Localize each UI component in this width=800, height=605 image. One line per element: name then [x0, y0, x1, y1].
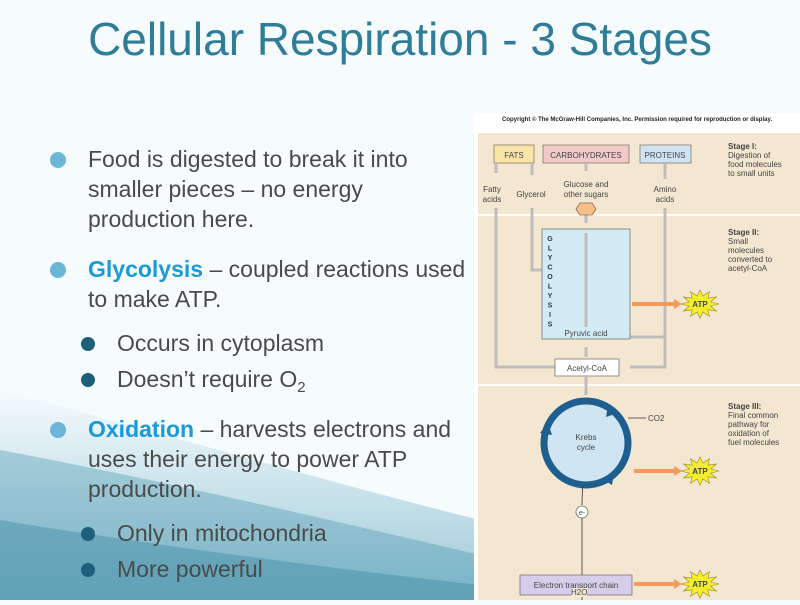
bullet-glycolysis: Glycolysis – coupled reactions used to m…	[48, 254, 468, 314]
stage-description: Digestion of	[728, 151, 771, 160]
sub-bullet-dot-icon	[81, 373, 95, 387]
atp-label: ATP	[692, 300, 708, 309]
bullet-digestion: Food is digested to break it into smalle…	[48, 144, 468, 234]
krebs-label-1: Krebs	[576, 433, 597, 442]
bullet-text: – harvests electrons and uses their ener…	[88, 416, 452, 502]
bullet-list: Food is digested to break it into smalle…	[48, 144, 468, 596]
atp-label: ATP	[692, 467, 708, 476]
stage-description: pathway for	[728, 420, 770, 429]
stage-title: Stage III:	[728, 402, 761, 411]
sub-bullet-oxygen: Doesn’t require O2	[48, 364, 468, 396]
bullet-oxidation: Oxidation – harvests electrons and uses …	[48, 414, 468, 504]
glycolysis-letter: Y	[548, 255, 553, 262]
fats-label: FATS	[504, 151, 523, 160]
atp-label: ATP	[692, 580, 708, 589]
sub-bullet-dot-icon	[81, 563, 95, 577]
krebs-arrow-icon	[606, 405, 618, 417]
krebs-label-2: cycle	[577, 443, 596, 452]
glucose-label-2: other sugars	[564, 190, 608, 199]
glycolysis-letter: L	[548, 246, 553, 253]
atp-arrows	[632, 302, 674, 586]
sub-bullet-cytoplasm: Occurs in cytoplasm	[48, 328, 468, 358]
krebs-cycle-ring	[540, 397, 632, 489]
krebs-arrow-icon	[602, 473, 614, 485]
glycolysis-letter: L	[548, 284, 553, 291]
slide-title: Cellular Respiration - 3 Stages	[88, 13, 712, 65]
bullet-dot-icon	[50, 422, 66, 438]
sub-bullet-dot-icon	[81, 337, 95, 351]
acetyl-coa-box	[554, 358, 620, 377]
stage-description: to small units	[728, 169, 775, 178]
bullet-text: – coupled reactions used to make ATP.	[88, 256, 466, 312]
electron-label: e-	[579, 510, 586, 517]
glycolysis-letter: I	[549, 312, 551, 319]
bullet-dot-icon	[50, 262, 66, 278]
sub-bullet-powerful: More powerful	[48, 554, 468, 584]
glycolysis-letter: S	[548, 303, 553, 310]
sub-bullet-text: Doesn’t require O	[117, 366, 298, 392]
sub-bullet-text: More powerful	[117, 556, 263, 582]
carbohydrates-label: CARBOHYDRATES	[550, 151, 621, 160]
atp-star-icon	[680, 569, 720, 600]
glycolysis-letter: G	[547, 236, 553, 243]
atp-star-icon	[680, 456, 720, 487]
krebs-arrow-icon	[540, 423, 552, 435]
subscript: 2	[297, 379, 306, 396]
glucose-label-1: Glucose and	[564, 180, 609, 189]
sub-bullet-dot-icon	[81, 527, 95, 541]
glycolysis-letter: C	[547, 265, 552, 272]
sub-bullet-mitochondria: Only in mitochondria	[48, 518, 468, 548]
glycolysis-letter: S	[548, 322, 553, 329]
fatty-acids-label-2: acids	[483, 195, 502, 204]
stage-description: fuel molecules	[728, 438, 779, 447]
glycolysis-letter: Y	[548, 293, 553, 300]
stage-description: food molecules	[728, 160, 782, 169]
sub-bullet-text: Only in mitochondria	[117, 520, 327, 546]
pyruvic-acid-label: Pyruvic acid	[564, 329, 607, 338]
stage-description: converted to	[728, 255, 773, 264]
stage-description: molecules	[728, 246, 764, 255]
fatty-acids-label-1: Fatty	[483, 185, 501, 194]
atp-star-icon	[680, 289, 720, 320]
sub-bullet-text: Occurs in cytoplasm	[117, 330, 325, 356]
atp-arrowheads	[674, 299, 682, 589]
copyright-notice: Copyright © The McGraw-Hill Companies, I…	[501, 117, 773, 123]
respiration-diagram: Copyright © The McGraw-Hill Companies, I…	[474, 113, 800, 600]
electron-arrow	[581, 485, 584, 506]
proteins-label: PROTEINS	[645, 151, 686, 160]
glucose-hexagon-icon	[575, 202, 597, 216]
stage-description: Small	[728, 237, 748, 246]
amino-acids-label-2: acids	[656, 195, 675, 204]
stage-description: oxidation of	[728, 429, 770, 438]
fats-box	[493, 144, 535, 164]
h2o-label: H2O	[571, 588, 588, 597]
bullet-term: Glycolysis	[88, 256, 204, 282]
bullet-text: Food is digested to break it into smalle…	[88, 146, 408, 232]
glycerol-label: Glycerol	[516, 190, 546, 199]
glycolysis-letter: O	[547, 274, 553, 281]
etc-label: Electron transport chain	[534, 581, 619, 590]
stage-title: Stage I:	[728, 142, 757, 151]
atp-stars: ATP ATP ATP	[680, 289, 720, 600]
bullet-dot-icon	[50, 152, 66, 168]
diagram-panel: FATS CARBOHYDRATES PROTEINS Fatty a	[478, 133, 800, 600]
flow-lines	[494, 163, 667, 395]
diagram-svg: FATS CARBOHYDRATES PROTEINS Fatty a	[478, 142, 800, 600]
co2-label: CO2	[648, 414, 665, 423]
bullet-term: Oxidation	[88, 416, 195, 442]
acetyl-coa-label: Acetyl-CoA	[567, 364, 608, 373]
stage-description: Final common	[728, 411, 778, 420]
amino-acids-label-1: Amino	[654, 185, 677, 194]
stage-description: acetyl-CoA	[728, 264, 768, 273]
stage-title: Stage II:	[728, 228, 759, 237]
